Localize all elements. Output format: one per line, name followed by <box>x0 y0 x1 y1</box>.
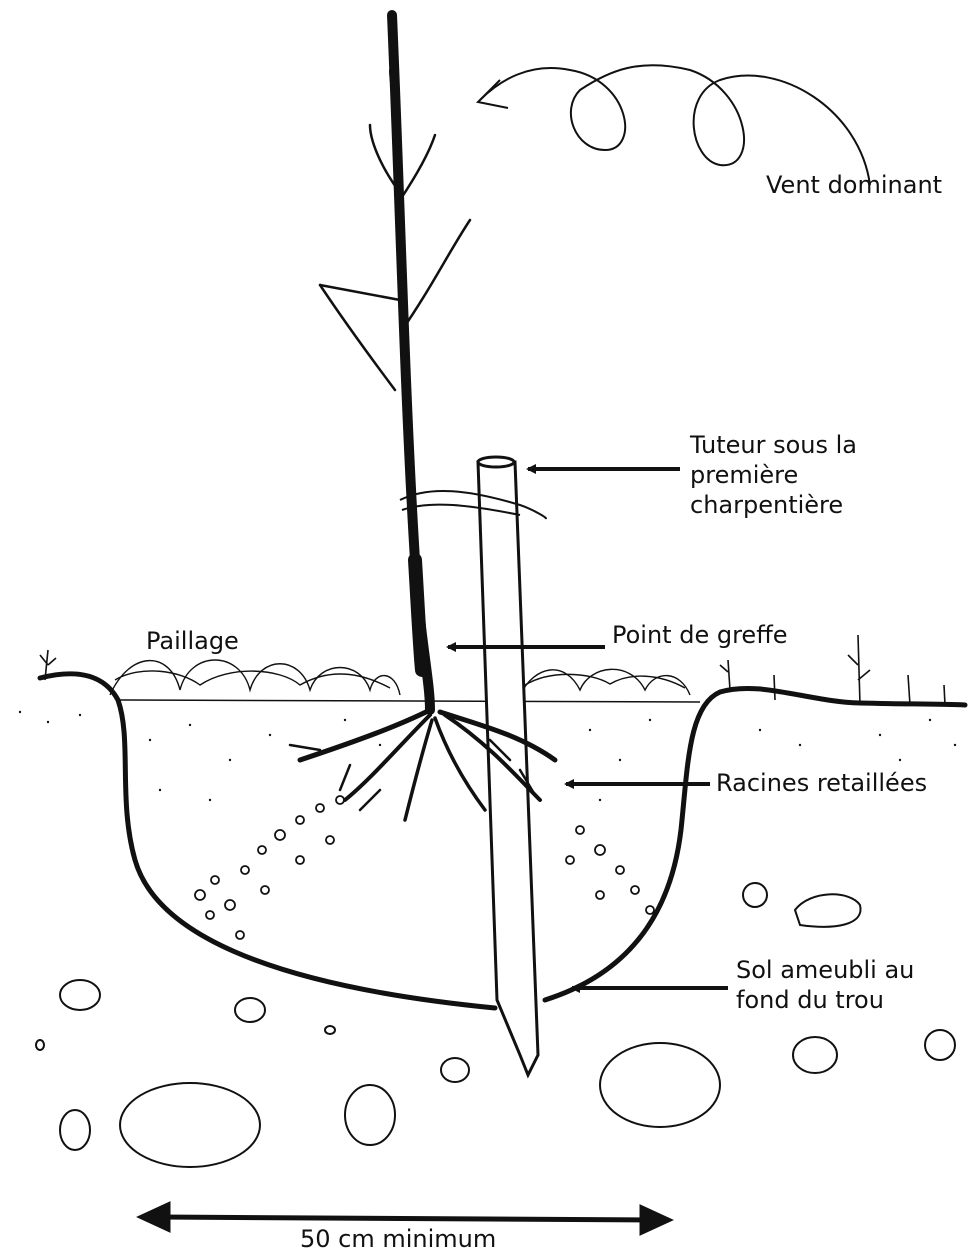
label-width: 50 cm minimum <box>300 1224 496 1254</box>
label-point-de-greffe: Point de greffe <box>612 620 788 650</box>
label-tuteur: Tuteur sous la première charpentière <box>690 430 857 520</box>
label-vent-dominant: Vent dominant <box>766 170 942 200</box>
wind-arrow <box>478 65 870 185</box>
label-tuteur-line-3: charpentière <box>690 490 857 520</box>
tie <box>400 491 546 518</box>
mulch <box>110 660 690 695</box>
label-sol-line-2: fond du trou <box>736 985 914 1015</box>
soil-surface <box>120 700 700 702</box>
label-sol-line-1: Sol ameubli au <box>736 955 914 985</box>
label-tuteur-line-2: première <box>690 460 857 490</box>
tree <box>320 15 470 710</box>
amended-soil-pebbles <box>195 796 654 939</box>
label-sol-ameubli: Sol ameubli au fond du trou <box>736 955 914 1015</box>
label-racines: Racines retaillées <box>716 768 927 798</box>
label-tuteur-line-1: Tuteur sous la <box>690 430 857 460</box>
label-paillage: Paillage <box>146 626 239 656</box>
